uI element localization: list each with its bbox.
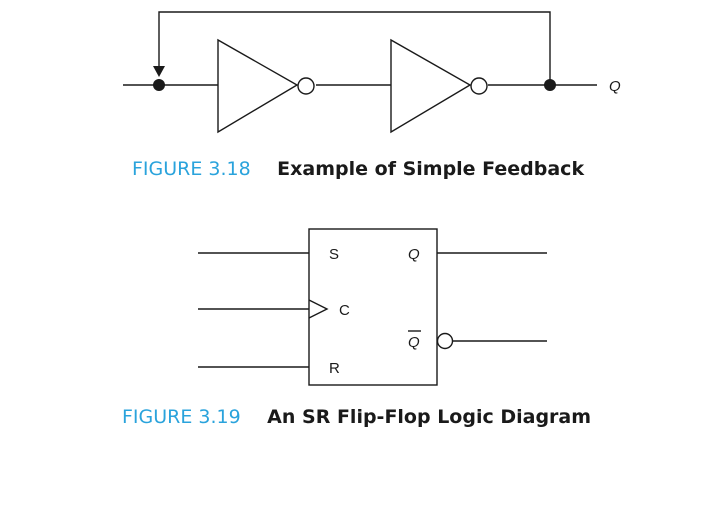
inverter-2-bubble	[470, 77, 488, 95]
q-pin-label: Q	[408, 246, 420, 263]
figure-3-18-title: Example of Simple Feedback	[277, 158, 584, 180]
r-pin-label: R	[329, 360, 340, 377]
output-junction-dot	[544, 79, 556, 91]
feedback-loop-wire	[158, 11, 551, 85]
inverter-1	[217, 38, 299, 134]
qbar-pin-label: Q	[408, 334, 420, 351]
inverter-2	[390, 38, 472, 134]
inverter-1-bubble	[297, 77, 315, 95]
s-pin-label: S	[329, 246, 339, 263]
clock-triangle	[308, 299, 329, 319]
flip-flop-box	[308, 228, 438, 386]
input-junction-dot	[153, 79, 165, 91]
figure-3-18-number: FIGURE 3.18	[132, 158, 251, 180]
figure-3-19-number: FIGURE 3.19	[122, 406, 241, 428]
figure-3-19: S C R Q Q FIGURE 3.19 An SR Flip-Flop Lo…	[122, 228, 591, 428]
qbar-bubble	[436, 332, 454, 350]
c-pin-label: C	[339, 302, 350, 319]
feedback-output-label: Q	[609, 78, 621, 95]
figure-3-19-title: An SR Flip-Flop Logic Diagram	[267, 406, 591, 428]
figure-3-18: Q FIGURE 3.18 Example of Simple Feedback	[123, 11, 621, 180]
feedback-arrowhead	[153, 66, 165, 77]
figure-3-18-caption: FIGURE 3.18 Example of Simple Feedback	[132, 158, 584, 180]
figure-3-19-caption: FIGURE 3.19 An SR Flip-Flop Logic Diagra…	[122, 406, 591, 428]
